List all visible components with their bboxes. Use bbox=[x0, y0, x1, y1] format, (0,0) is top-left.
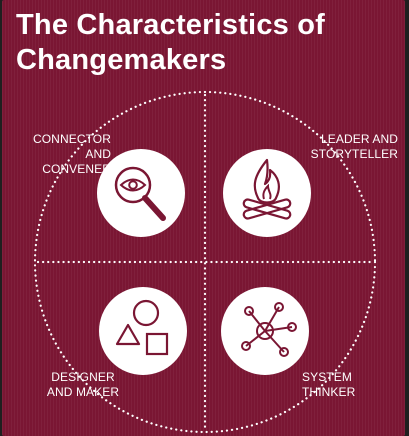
shapes-icon bbox=[99, 287, 187, 375]
network-icon bbox=[221, 287, 309, 375]
page-title: The Characteristics of Changemakers bbox=[16, 8, 396, 78]
title-line-2: Changemakers bbox=[16, 44, 227, 76]
label-system-thinker: SYSTEM THINKER bbox=[302, 370, 382, 400]
label-line: THINKER bbox=[302, 385, 356, 399]
label-line: DESIGNER bbox=[51, 370, 115, 384]
label-line: AND CONVENER bbox=[42, 147, 111, 176]
label-leader-storyteller: LEADER AND STORYTELLER bbox=[302, 132, 398, 162]
label-line: CONNECTOR bbox=[32, 132, 111, 146]
label-connector-convener: CONNECTOR AND CONVENER bbox=[14, 132, 111, 177]
label-line: SYSTEM bbox=[302, 370, 352, 384]
campfire-icon bbox=[223, 149, 311, 237]
label-line: AND MAKER bbox=[46, 385, 120, 399]
label-line: LEADER AND bbox=[320, 132, 398, 146]
magnifier-eye-icon bbox=[97, 149, 185, 237]
label-designer-maker: DESIGNER AND MAKER bbox=[38, 370, 128, 400]
title-line-1: The Characteristics of bbox=[16, 9, 325, 41]
outer-dotted-circle bbox=[33, 90, 377, 434]
label-line: STORYTELLER bbox=[310, 147, 398, 161]
